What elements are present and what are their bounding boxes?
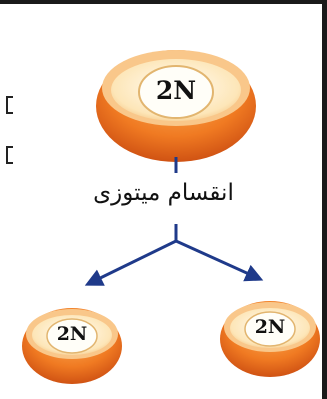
daughter-right-nucleus [244,311,296,347]
arrow-left [84,239,177,286]
daughter-left-label: 2N [56,323,88,345]
bracket-mark-2 [6,146,13,164]
daughter-left-nucleus [46,318,98,354]
bracket-mark-1 [6,96,13,114]
daughter-cell-right [220,301,320,377]
frame-top-border [0,0,327,4]
daughter-cell-left [22,308,122,384]
process-label: انقسام میتوزی [93,180,234,206]
parent-cell-label: 2N [155,76,197,105]
frame-right-border [322,0,327,399]
arrow-right [175,239,264,282]
parent-nucleus [138,65,214,119]
parent-cell [96,50,256,162]
daughter-right-label: 2N [254,316,286,338]
